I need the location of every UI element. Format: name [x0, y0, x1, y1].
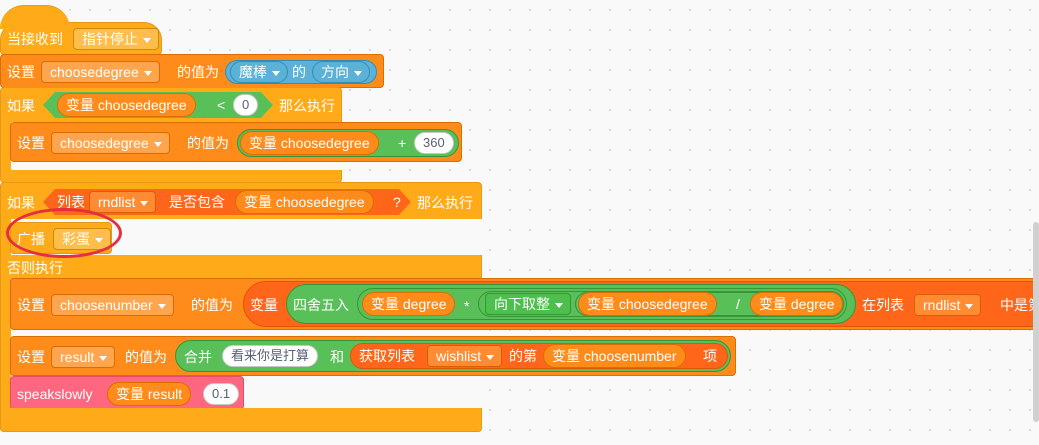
join-operator[interactable]: 合并 看来你是打算 和 获取列表 wishlist 的第 变量 choosenu… — [175, 340, 731, 372]
then-label: 那么执行 — [417, 195, 473, 211]
less-than-operator[interactable]: 变量 choosedegree < 0 — [43, 92, 273, 118]
vertical-scrollbar[interactable] — [1033, 222, 1039, 422]
variable-reporter[interactable]: 变量 choosedegree — [235, 190, 374, 214]
set-label: 设置 — [17, 135, 45, 151]
question-mark: ? — [393, 194, 401, 210]
number-input[interactable]: 0 — [233, 94, 258, 116]
variable-reporter[interactable]: 变量 degree — [750, 292, 844, 316]
divide-label: / — [736, 296, 740, 312]
when-receive-hat-block[interactable]: 当接收到 指针停止 — [0, 5, 162, 55]
variable-dropdown[interactable]: result — [51, 346, 116, 368]
nth-label: 的第 — [509, 348, 537, 364]
get-item-label: 获取列表 — [359, 348, 415, 364]
value-label: 的值为 — [191, 297, 233, 313]
if-label: 如果 — [7, 98, 35, 114]
value-label: 的值为 — [177, 64, 219, 80]
list-label: 列表 — [57, 194, 85, 210]
set-label: 设置 — [17, 297, 45, 313]
list-dropdown[interactable]: wishlist — [427, 345, 503, 367]
speakslowly-block[interactable]: speakslowly 变量 result 0.1 — [10, 376, 244, 410]
set-variable-block[interactable]: 设置 result 的值为 合并 看来你是打算 和 获取列表 wishlist … — [10, 336, 736, 376]
add-operator[interactable]: 变量 choosedegree + 360 — [237, 129, 459, 157]
set-variable-block[interactable]: 设置 choosedegree 的值为 变量 choosedegree + 36… — [10, 122, 462, 162]
of-label: 的 — [292, 64, 306, 80]
speakslowly-label: speakslowly — [17, 386, 93, 402]
multiply-operator[interactable]: 变量 degree * 向下取整 变量 choosedegree / 变量 de… — [357, 288, 847, 320]
message-dropdown[interactable]: 指针停止 — [73, 28, 159, 50]
property-dropdown[interactable]: 方向 — [312, 61, 370, 83]
variable-dropdown[interactable]: choosedegree — [51, 132, 170, 154]
round-label: 四舍五入 — [293, 297, 349, 313]
hat-cap — [0, 5, 70, 29]
number-input[interactable]: 0.1 — [203, 383, 240, 405]
item-label: 项 — [703, 348, 717, 364]
then-label: 那么执行 — [279, 98, 335, 114]
in-list-label: 在列表 — [862, 297, 904, 313]
sprite-dropdown[interactable]: 魔棒 — [230, 61, 288, 83]
set-label: 设置 — [7, 64, 35, 80]
variable-reporter[interactable]: 变量 choosedegree — [57, 93, 196, 117]
item-of-list-reporter[interactable]: 获取列表 wishlist 的第 变量 choosenumber 项 — [350, 343, 728, 369]
join-label: 合并 — [184, 349, 212, 365]
when-receive-label: 当接收到 — [7, 31, 63, 47]
if-else-foot — [0, 408, 482, 432]
floor-operator[interactable]: 向下取整 变量 choosedegree / 变量 degree — [478, 291, 844, 317]
and-label: 和 — [330, 349, 344, 365]
contains-label: 是否包含 — [169, 194, 225, 210]
variable-reporter[interactable]: 变量 result — [107, 382, 192, 406]
set-variable-block[interactable]: 设置 choosenumber 的值为 变量 四舍五入 变量 degree * … — [10, 278, 1039, 330]
list-dropdown[interactable]: rndlist — [89, 191, 156, 213]
set-variable-block[interactable]: 设置 choosedegree 的值为 魔棒 的 方向 — [0, 54, 384, 88]
text-input[interactable]: 看来你是打算 — [222, 345, 319, 367]
round-operator[interactable]: 四舍五入 变量 degree * 向下取整 变量 choosedegree / … — [286, 284, 856, 324]
position-label: 中是第 — [1000, 297, 1039, 313]
list-dropdown[interactable]: rndlist — [914, 294, 982, 316]
list-contains-operator[interactable]: 列表 rndlist 是否包含 变量 choosedegree ? — [43, 189, 411, 215]
if-label: 如果 — [7, 195, 35, 211]
value-label: 的值为 — [125, 349, 167, 365]
less-than-label: < — [217, 97, 226, 113]
math-function-dropdown[interactable]: 向下取整 — [485, 293, 571, 315]
plus-label: + — [398, 135, 407, 151]
variable-word: 变量 — [250, 297, 278, 313]
set-label: 设置 — [17, 349, 45, 365]
variable-dropdown[interactable]: choosenumber — [51, 294, 174, 316]
multiply-label: * — [464, 298, 470, 314]
divide-operator[interactable]: 变量 choosedegree / 变量 degree — [575, 292, 844, 316]
else-label: 否则执行 — [7, 260, 63, 276]
value-label: 的值为 — [187, 135, 229, 151]
variable-reporter[interactable]: 变量 degree — [362, 292, 456, 316]
of-sensing-reporter[interactable]: 魔棒 的 方向 — [225, 60, 377, 84]
variable-dropdown[interactable]: choosedegree — [41, 61, 160, 83]
number-input[interactable]: 360 — [414, 132, 454, 154]
variable-reporter[interactable]: 变量 choosedegree — [578, 292, 717, 316]
variable-reporter[interactable]: 变量 choosenumber — [543, 344, 686, 368]
highlight-circle — [6, 208, 122, 258]
item-number-reporter[interactable]: 变量 四舍五入 变量 degree * 向下取整 变量 choosedegree… — [243, 281, 1039, 327]
variable-reporter[interactable]: 变量 choosedegree — [240, 131, 379, 155]
